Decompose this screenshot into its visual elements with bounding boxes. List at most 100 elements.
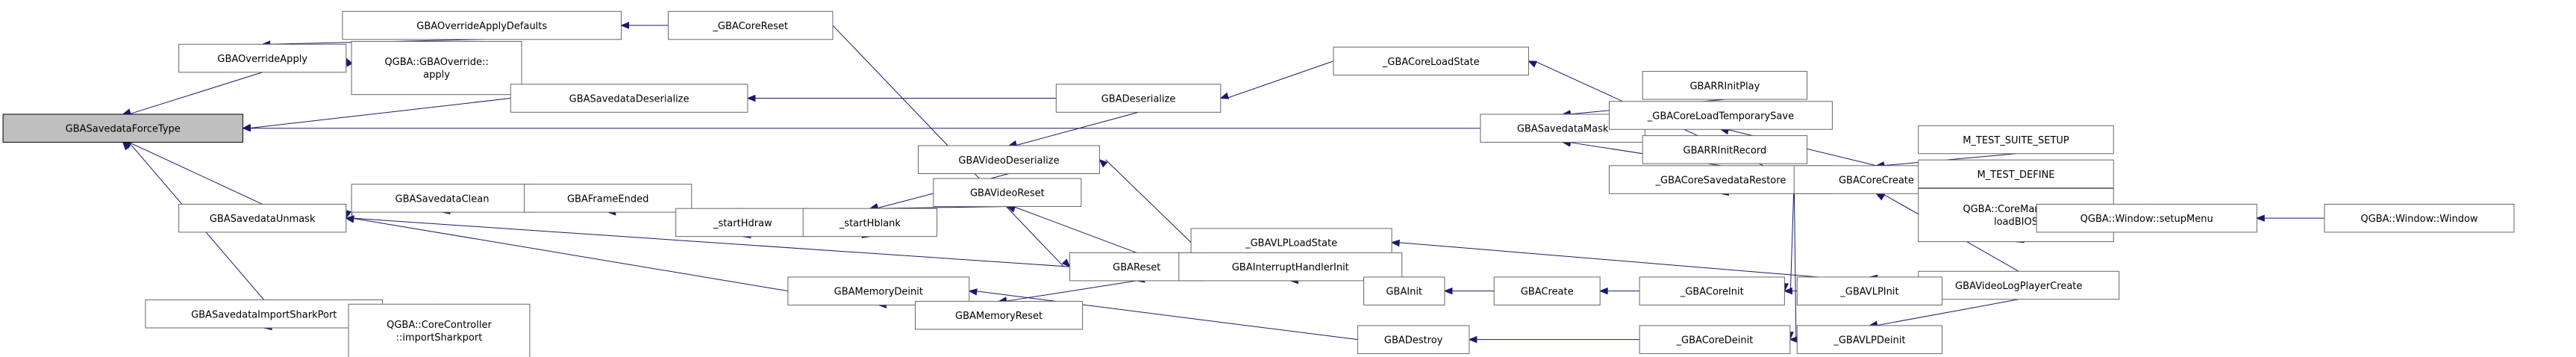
node-box	[1190, 228, 1392, 257]
node-label: GBASavedataImportSharkPort	[191, 309, 337, 320]
node-label: QGBA::GBAOverride::	[384, 57, 488, 68]
graph-node[interactable]: GBAMemoryDeinit	[787, 276, 970, 305]
graph-node[interactable]: GBADeserialize	[1055, 84, 1222, 113]
node-label: QGBA::Window::setupMenu	[2081, 214, 2213, 225]
node-box	[1608, 101, 1833, 130]
node-label: _GBACoreInit	[1680, 287, 1744, 298]
edge-arrowhead	[746, 94, 756, 102]
graph-node[interactable]: _GBACoreLoadState	[1333, 46, 1529, 76]
graph-edge	[1014, 111, 1139, 146]
graph-node[interactable]: _startHdraw	[675, 208, 810, 238]
graph-node[interactable]: GBASavedataUnmask	[178, 203, 347, 233]
edge-arrowhead	[345, 216, 354, 223]
graph-edge	[128, 141, 263, 205]
node-label: GBASavedataClean	[396, 193, 490, 205]
graph-node[interactable]: QGBA::Window::Window	[2324, 203, 2515, 233]
graph-node[interactable]: _GBAVLPDeinit	[1796, 325, 1943, 354]
graph-edge	[1004, 280, 1137, 302]
graph-node[interactable]: _GBAVLPLoadState	[1190, 228, 1392, 257]
graph-edge	[128, 72, 263, 115]
node-box	[1796, 276, 1943, 305]
graph-node[interactable]: _GBACoreDeinit	[1639, 325, 1791, 354]
graph-node[interactable]: GBAFrameEnded	[524, 184, 693, 213]
graph-node[interactable]: GBAMemoryReset	[914, 300, 1084, 330]
node-label: _GBACoreLoadState	[1382, 57, 1480, 68]
edge-arrowhead	[1468, 335, 1478, 344]
node-box	[933, 178, 1082, 207]
node-label-line2: loadBIOS	[1994, 217, 2038, 228]
node-box	[145, 299, 384, 329]
node-label: M_TEST_DEFINE	[1977, 170, 2054, 181]
node-box	[787, 276, 970, 305]
node-label: GBASavedataDeserialize	[569, 94, 690, 105]
node-box	[1642, 135, 1808, 164]
graph-node[interactable]: GBAVideoLogPlayerCreate	[1918, 270, 2120, 300]
node-label: GBARRInitRecord	[1684, 145, 1767, 156]
edge-arrowhead	[346, 57, 354, 67]
node-box	[1918, 159, 2114, 189]
edge-arrowhead	[1443, 287, 1453, 295]
node-label: GBAVideoReset	[970, 188, 1045, 199]
graph-node[interactable]: _startHblank	[802, 208, 938, 238]
node-label: _GBACoreSavedataRestore	[1655, 176, 1786, 187]
graph-node[interactable]: _GBACoreReset	[667, 10, 834, 40]
graph-node[interactable]: GBAInit	[1363, 276, 1445, 305]
graph-node[interactable]: GBAInterruptHandlerInit	[1178, 252, 1403, 282]
graph-node[interactable]: GBAOverrideApply	[178, 43, 347, 73]
node-box	[1357, 325, 1470, 354]
graph-node[interactable]: GBARRInitPlay	[1642, 71, 1808, 100]
node-label: M_TEST_SUITE_SETUP	[1963, 135, 2069, 146]
node-label: _GBACoreReset	[712, 21, 788, 32]
graph-node[interactable]: GBASavedataImportSharkPort	[145, 299, 384, 329]
node-box	[2036, 203, 2257, 233]
graph-node[interactable]: M_TEST_SUITE_SETUP	[1918, 125, 2114, 155]
node-label: GBADestroy	[1384, 335, 1443, 347]
graph-node[interactable]: QGBA::CoreController::importSharkport	[348, 303, 531, 357]
graph-node[interactable]: _GBAVLPInit	[1796, 276, 1943, 305]
graph-node[interactable]: GBADestroy	[1357, 325, 1470, 354]
graph-node[interactable]: QGBA::Window::setupMenu	[2036, 203, 2257, 233]
graph-node[interactable]: GBASavedataForceType	[2, 114, 243, 143]
node-label: QGBA::Window::Window	[2360, 214, 2478, 225]
node-box	[1639, 325, 1791, 354]
graph-node[interactable]: _GBACoreLoadTemporarySave	[1608, 101, 1833, 130]
node-label: QGBA::CoreController	[387, 320, 492, 331]
node-label: GBAOverrideApply	[217, 54, 307, 65]
node-label: GBASavedataUnmask	[210, 214, 316, 225]
graph-node[interactable]: GBAOverrideApplyDefaults	[342, 10, 622, 40]
node-box	[1639, 276, 1785, 305]
edge-arrowhead	[1098, 158, 1108, 168]
graph-edge	[248, 98, 511, 129]
graph-node[interactable]: GBAVideoReset	[933, 178, 1082, 207]
node-box	[178, 43, 347, 73]
graph-node[interactable]: _GBACoreInit	[1639, 276, 1785, 305]
node-box	[1918, 125, 2114, 155]
node-box	[178, 203, 347, 233]
graph-edge	[351, 217, 788, 292]
edge-arrowhead	[122, 141, 131, 151]
graph-node[interactable]: GBASavedataDeserialize	[510, 84, 748, 113]
node-label: GBAInit	[1386, 287, 1422, 298]
graph-node[interactable]: GBAVideoDeserialize	[918, 145, 1100, 174]
node-label: GBAVideoDeserialize	[958, 155, 1059, 167]
edge-arrowhead	[1783, 287, 1792, 295]
graph-node[interactable]: GBACreate	[1493, 276, 1601, 305]
node-box	[351, 184, 534, 213]
node-label: _GBACoreDeinit	[1676, 335, 1754, 347]
node-box	[914, 300, 1084, 330]
node-label: _GBACoreLoadTemporarySave	[1647, 111, 1794, 122]
graph-node[interactable]: GBARRInitRecord	[1642, 135, 1808, 164]
node-label: _startHblank	[839, 218, 901, 229]
node-box	[2, 114, 243, 143]
node-label: GBAVideoLogPlayerCreate	[1955, 281, 2082, 292]
edge-arrowhead	[1528, 60, 1537, 68]
node-label: _GBAVLPDeinit	[1833, 335, 1905, 347]
graph-node[interactable]: GBASavedataClean	[351, 184, 534, 213]
node-label: GBASavedataMask	[1517, 124, 1609, 135]
graph-node[interactable]: M_TEST_DEFINE	[1918, 159, 2114, 189]
graph-edge	[1789, 179, 1795, 291]
node-box	[1333, 46, 1529, 76]
edge-arrowhead	[2255, 214, 2265, 222]
node-label: _GBAVLPLoadState	[1245, 238, 1337, 249]
graph-node[interactable]: QGBA::GBAOverride::apply	[351, 40, 522, 96]
